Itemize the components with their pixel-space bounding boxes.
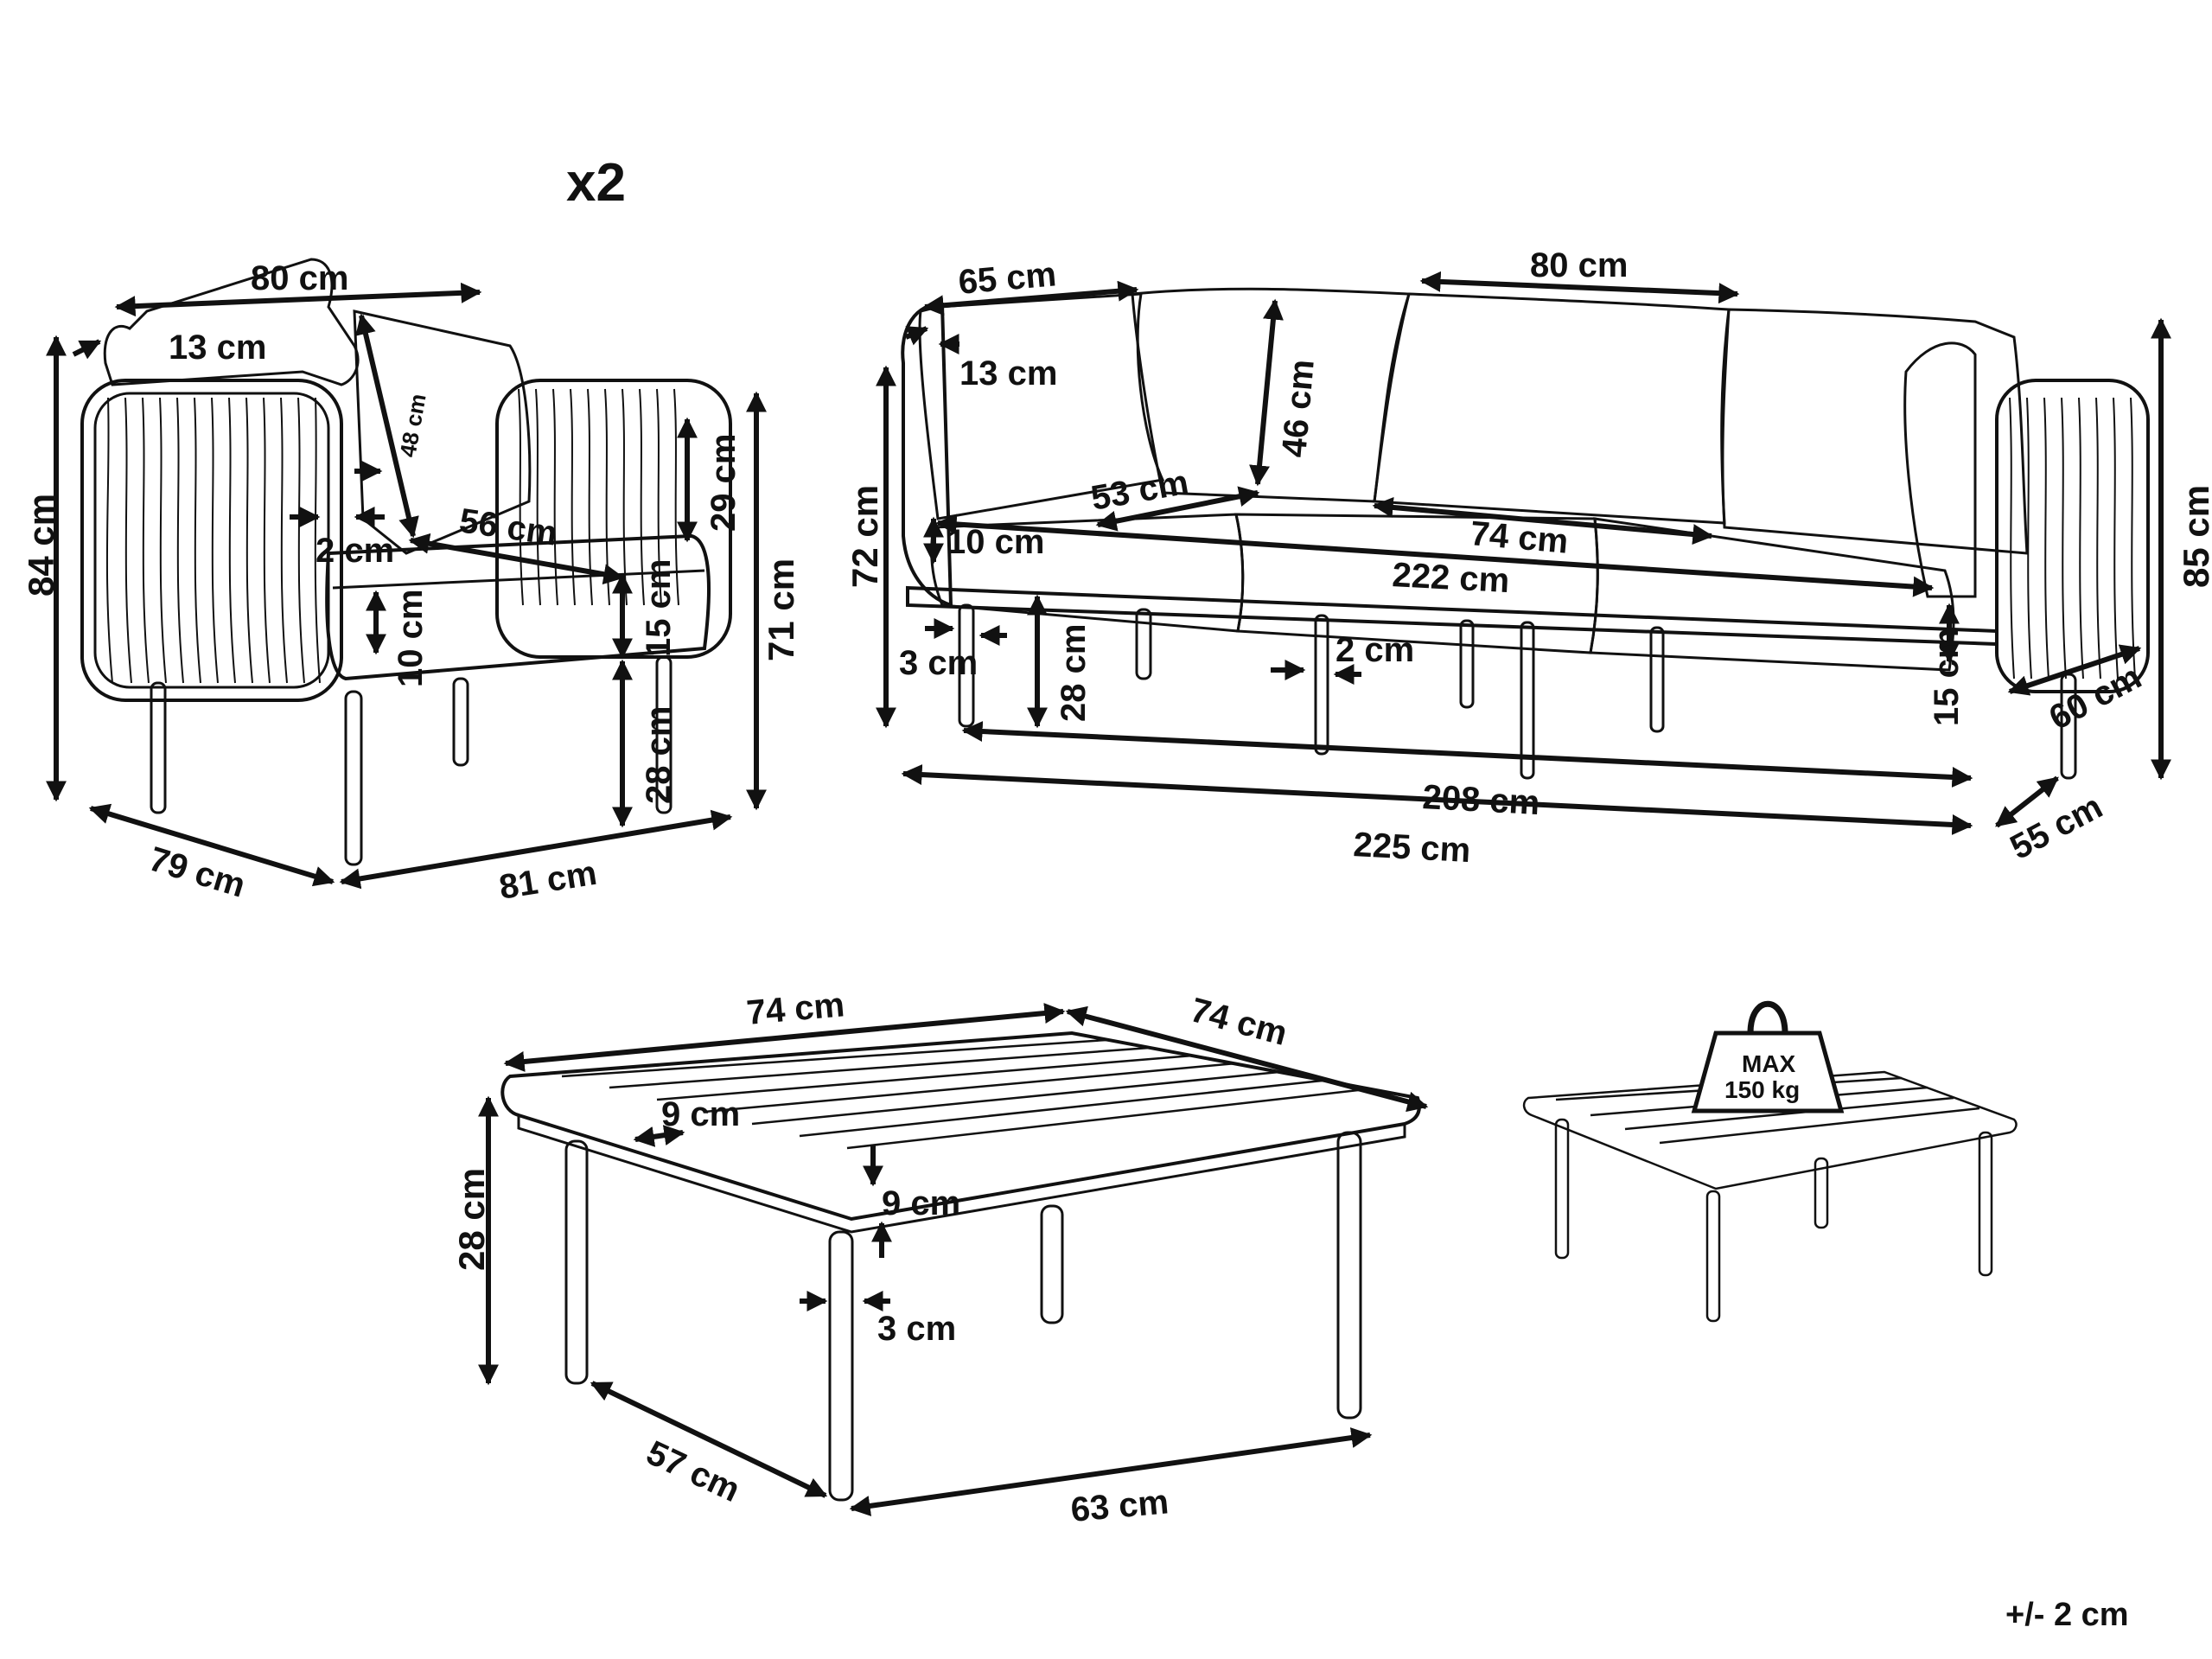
sofa-inner-depth: 60 cm <box>2043 658 2148 737</box>
quantity-label: x2 <box>566 153 626 213</box>
armchair-armrest-height: 29 cm <box>704 434 743 532</box>
armchair-armrest-top: 13 cm <box>169 329 266 367</box>
table-top-width: 74 cm <box>745 986 846 1032</box>
tolerance-label: +/- 2 cm <box>2005 1597 2129 1633</box>
armchair-left-weave <box>105 397 321 684</box>
sofa-seat-cushion-width: 74 cm <box>1469 514 1570 561</box>
sofa-back-cushion-height: 46 cm <box>1275 358 1322 459</box>
sofa-arm-thickness: 10 cm <box>947 523 1044 561</box>
table-leg-width: 3 cm <box>877 1310 956 1348</box>
table-frame-height: 9 cm <box>882 1184 960 1222</box>
weight-table-drawing <box>1522 1000 2018 1323</box>
sofa-armrest-top: 13 cm <box>959 354 1057 392</box>
armchair-seat-height: 28 cm <box>640 706 678 804</box>
armchair-height-total: 84 cm <box>21 494 61 597</box>
sofa-width-total: 225 cm <box>1353 826 1472 870</box>
armchair-width-top: 80 cm <box>251 259 348 297</box>
sofa-arm-height: 72 cm <box>845 485 885 588</box>
coffee-table-drawing <box>478 1003 1429 1516</box>
weight-icon <box>1691 1000 1845 1113</box>
armchair-seat-side: 10 cm <box>392 590 430 687</box>
armchair-arm-thickness: 2 cm <box>316 532 394 570</box>
labels: x2 +/- 2 cm MAX 150 kg 80 cm 13 cm 48 cm… <box>21 153 2212 1633</box>
sofa-leg-gap: 2 cm <box>1335 631 1414 669</box>
sofa-seat-height: 28 cm <box>1055 624 1093 722</box>
sofa-right-weave <box>2009 397 2136 680</box>
sofa-side-back-width: 65 cm <box>957 255 1058 302</box>
armchair-width-bottom: 81 cm <box>497 854 600 907</box>
table-height: 28 cm <box>451 1168 492 1271</box>
sofa-leg-width: 3 cm <box>899 644 978 682</box>
armchair-back-height: 48 cm <box>394 392 430 459</box>
sofa-cushion-height: 15 cm <box>1928 629 1966 726</box>
armchair-arm-height: 71 cm <box>761 558 801 661</box>
sofa-width-inner: 208 cm <box>1422 778 1541 822</box>
sofa-back-cushion-width: 80 cm <box>1530 246 1628 284</box>
table-leg-depth: 57 cm <box>641 1433 745 1509</box>
sofa-drawing <box>876 271 2171 835</box>
sofa-height-total: 85 cm <box>2176 485 2212 588</box>
armchair-drawing <box>46 258 767 890</box>
table-slat-width: 9 cm <box>661 1095 740 1133</box>
weight-value-label: 150 kg <box>1724 1076 1800 1103</box>
sofa-seat-width: 222 cm <box>1392 556 1511 600</box>
armchair-seat-cushion: 15 cm <box>640 559 678 657</box>
sofa-depth: 55 cm <box>2005 788 2109 867</box>
table-leg-span: 63 cm <box>1069 1483 1170 1529</box>
weight-max-label: MAX <box>1742 1050 1796 1077</box>
table-top-depth: 74 cm <box>1187 991 1291 1053</box>
